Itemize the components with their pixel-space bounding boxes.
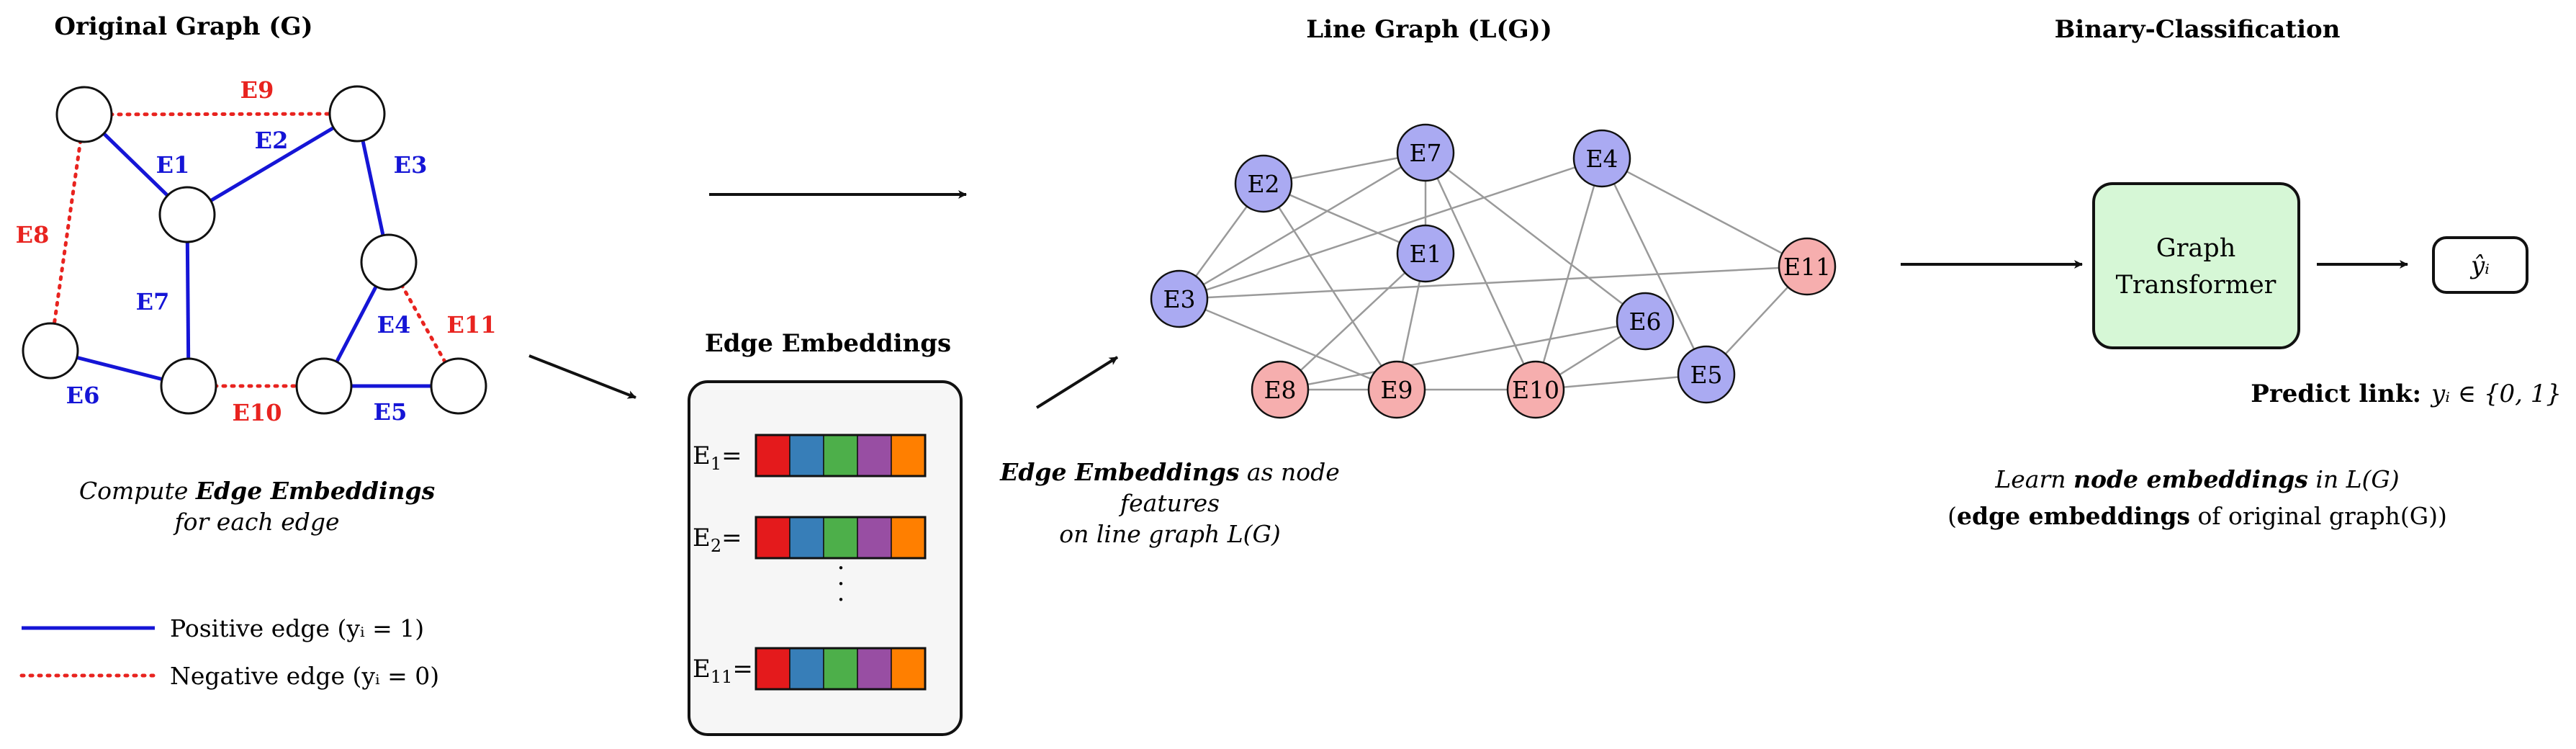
edge-label-e9: E9 xyxy=(240,76,274,104)
graph-node xyxy=(158,186,216,243)
edge-label-e6: E6 xyxy=(66,382,100,409)
edge-label-e2: E2 xyxy=(255,127,289,154)
legend-negative-label: Negative edge (yᵢ = 0) xyxy=(170,662,439,690)
graph-transformer-box xyxy=(2092,182,2300,349)
ellipsis-dot: · xyxy=(837,586,845,614)
line-graph-node-e2 xyxy=(1234,154,1293,213)
graph-node xyxy=(328,85,386,143)
original-graph-title: Original Graph (G) xyxy=(54,12,312,41)
embedding-vector xyxy=(755,647,927,691)
line-graph-node-label: E10 xyxy=(1512,376,1559,404)
embedding-cell xyxy=(891,647,926,690)
edge-label-e11: E11 xyxy=(447,311,497,338)
graph-node xyxy=(55,86,113,143)
edge-label-e3: E3 xyxy=(394,151,428,179)
output-box xyxy=(2432,236,2528,294)
embedding-cell xyxy=(755,434,791,477)
graph-node xyxy=(360,233,418,291)
edge-label-e10: E10 xyxy=(233,399,282,426)
line-graph-node-e4 xyxy=(1572,129,1631,188)
edge-e8 xyxy=(48,112,86,353)
ellipsis-dot: · xyxy=(837,554,845,583)
arrow-to-line-graph-features xyxy=(1035,356,1119,409)
embedding-cell xyxy=(857,516,892,559)
embedding-cell xyxy=(789,516,824,559)
embedding-row-label: E11= xyxy=(693,655,753,687)
edge-label-e4: E4 xyxy=(377,311,411,338)
graph-node xyxy=(430,357,487,415)
arrow-to-embeddings xyxy=(528,354,636,399)
embedding-cell xyxy=(789,434,824,477)
legend-positive-label: Positive edge (yᵢ = 1) xyxy=(170,614,424,642)
original-graph-caption-line2: for each edge xyxy=(172,508,339,536)
edge-e9 xyxy=(82,112,359,117)
graph-node xyxy=(295,357,353,415)
embeddings-caption-line2: features xyxy=(1118,489,1220,517)
line-graph-node-label: E11 xyxy=(1783,253,1831,281)
embedding-cell xyxy=(823,516,858,559)
classification-title: Binary-Classification xyxy=(2055,15,2341,44)
ellipsis-dot: · xyxy=(837,570,845,598)
learn-caption: Learn node embeddings in L(G) xyxy=(1994,465,2399,493)
graph-transformer-label-line1: Graph xyxy=(2156,234,2236,263)
edge-e2 xyxy=(186,112,359,217)
edge-label-e8: E8 xyxy=(16,221,50,248)
graph-transformer-label-line2: Transformer xyxy=(2116,271,2276,300)
line-graph-node-label: E4 xyxy=(1585,145,1618,173)
line-graph-node-e1 xyxy=(1396,224,1455,283)
original-graph: E1 E2 E3 E4 E5 E6 E7 E8 E9 E10 E11 xyxy=(16,76,497,426)
line-graph-node-label: E5 xyxy=(1690,361,1722,389)
embedding-cell xyxy=(755,647,791,690)
embeddings-caption: Edge Embeddings as node xyxy=(999,458,1340,486)
embedding-cell xyxy=(755,516,791,559)
line-graph-node-e10 xyxy=(1506,360,1565,419)
embedding-cell xyxy=(857,434,892,477)
embedding-row-label: E2= xyxy=(693,524,742,556)
line-graph-node-e3 xyxy=(1150,269,1209,328)
line-graph-node-label: E8 xyxy=(1264,376,1296,404)
learn-caption-line2: (edge embeddings of original graph(G)) xyxy=(1947,502,2447,530)
embeddings-caption-line3: on line graph L(G) xyxy=(1059,520,1280,548)
edge-embeddings-title: Edge Embeddings xyxy=(705,329,951,358)
edge-label-e7: E7 xyxy=(136,288,170,315)
edge-label-e5: E5 xyxy=(374,398,407,426)
embedding-cell xyxy=(857,647,892,690)
line-graph-node-label: E2 xyxy=(1247,170,1279,198)
edge-e11 xyxy=(387,260,461,388)
line-graph-node-e8 xyxy=(1251,360,1310,419)
legend: Positive edge (yᵢ = 1) Negative edge (yᵢ… xyxy=(19,614,439,690)
embedding-cell xyxy=(823,434,858,477)
embedding-cell xyxy=(823,647,858,690)
line-graph-node-e6 xyxy=(1616,292,1675,351)
original-graph-caption: Compute Edge Embeddings xyxy=(79,477,435,505)
embedding-row-label: E1= xyxy=(693,441,742,474)
graph-node xyxy=(160,357,217,415)
embedding-vector xyxy=(755,434,927,477)
line-graph-node-label: E9 xyxy=(1380,376,1413,404)
embedding-vector xyxy=(755,516,927,560)
line-graph-node-label: E6 xyxy=(1629,308,1661,336)
embedding-cell xyxy=(891,434,926,477)
line-graph-node-e11 xyxy=(1778,237,1837,296)
predict-link: Predict link:yᵢ ∈ {0, 1} xyxy=(2251,380,2562,408)
output-label: ŷᵢ xyxy=(2469,251,2490,280)
line-graph-node-e5 xyxy=(1677,345,1736,404)
embedding-rows: E1= E2= E11= xyxy=(693,434,927,691)
edge-e7 xyxy=(185,214,191,387)
line-graph-node-e9 xyxy=(1367,360,1426,419)
edge-label-e1: E1 xyxy=(156,151,190,179)
embedding-cell xyxy=(891,516,926,559)
line-graph-node-e7 xyxy=(1396,123,1455,182)
graph-node xyxy=(22,322,79,380)
line-graph-node-label: E1 xyxy=(1409,240,1441,268)
line-graph-title: Line Graph (L(G)) xyxy=(1306,15,1552,44)
line-graph-node-label: E3 xyxy=(1163,285,1195,313)
line-graph-node-label: E7 xyxy=(1409,139,1441,167)
embedding-cell xyxy=(789,647,824,690)
